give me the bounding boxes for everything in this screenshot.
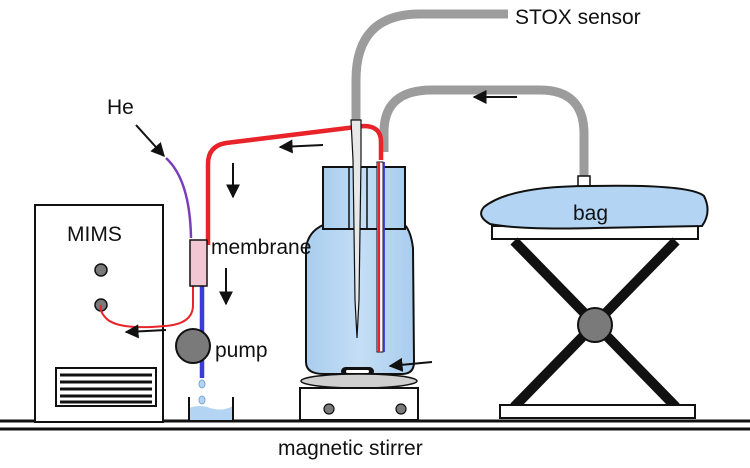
waste-beaker: [188, 397, 234, 422]
stox-sensor-needle: [350, 119, 362, 339]
arrow-icon: [388, 357, 433, 372]
he-gas-line: [165, 157, 193, 239]
mims-instrument: [34, 204, 164, 423]
magnetic-stirrer: [299, 373, 419, 421]
sample-line-red: [205, 123, 384, 245]
gas-bag: [480, 175, 709, 230]
scissor-lift-icon: [491, 225, 699, 419]
magnetic-stirrer-label: magnetic stirrer: [278, 437, 423, 460]
stox-sensor-cable: [351, 9, 508, 125]
arrow-icon: [135, 124, 165, 158]
bag-gas-line: [379, 85, 589, 184]
droplet: [198, 395, 206, 405]
pump-label: pump: [215, 339, 268, 362]
he-label: He: [107, 96, 134, 119]
stox-sensor-label: STOX sensor: [515, 6, 641, 29]
mims-label: MIMS: [67, 223, 122, 246]
membrane-label: membrane: [211, 236, 311, 259]
pump-icon: [175, 328, 211, 364]
incubation-bottle: [305, 166, 416, 376]
arrow-icon: [278, 139, 324, 154]
droplet: [198, 379, 206, 389]
arrow-icon: [124, 324, 167, 339]
mims-vent: [55, 367, 157, 407]
membrane: [189, 239, 208, 287]
bag-label: bag: [573, 202, 608, 225]
mims-knob-top: [94, 263, 108, 277]
